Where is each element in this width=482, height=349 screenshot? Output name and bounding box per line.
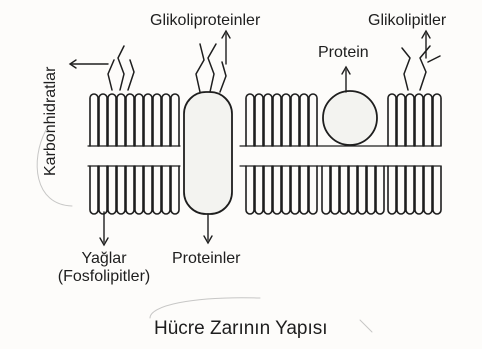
lipid-tail-lower: [349, 166, 357, 214]
carbohydrates-label: Karbonhidratlar: [42, 67, 60, 176]
peripheral-protein: [323, 91, 377, 145]
lipid-tail-lower: [135, 166, 143, 214]
pencil-arc-caption: [150, 298, 260, 318]
lipid-tail-upper: [162, 94, 170, 146]
protein-label: Protein: [318, 44, 369, 62]
lipid-tail-lower: [397, 166, 405, 214]
lipid-tail-upper: [415, 94, 423, 146]
lipid-tail-lower: [291, 166, 299, 214]
glycoproteins-label: Glikoliproteinler: [150, 12, 260, 30]
fats-label-line1: Yağlar: [34, 250, 174, 268]
lipid-tail-lower: [406, 166, 414, 214]
glycoprotein-chain: [196, 44, 226, 92]
lipid-tail-lower: [376, 166, 384, 214]
lipid-tail-upper: [117, 94, 125, 146]
lipid-tail-lower: [99, 166, 107, 214]
lipid-tail-lower: [282, 166, 290, 214]
lipid-tail-upper: [264, 94, 272, 146]
lipid-tail-upper: [108, 94, 116, 146]
lipid-tail-upper: [273, 94, 281, 146]
lipid-tail-upper: [171, 94, 179, 146]
lipid-tail-lower: [415, 166, 423, 214]
proteins-label: Proteinler: [172, 250, 240, 268]
lipid-tail-upper: [135, 94, 143, 146]
diagram-caption: Hücre Zarının Yapısı: [154, 318, 328, 340]
carbohydrate-chain-left: [108, 46, 134, 90]
lipid-tail-lower: [358, 166, 366, 214]
lipid-tail-lower: [246, 166, 254, 214]
lipid-tail-upper: [282, 94, 290, 146]
lipid-tail-lower: [309, 166, 317, 214]
lipid-tail-upper: [99, 94, 107, 146]
lipid-tail-lower: [162, 166, 170, 214]
glycolipids-label: Glikolipitler: [368, 12, 446, 30]
lipid-tail-lower: [273, 166, 281, 214]
lipid-tail-upper: [291, 94, 299, 146]
lipid-tail-lower: [126, 166, 134, 214]
lipid-tail-lower: [144, 166, 152, 214]
lipid-tail-lower: [153, 166, 161, 214]
lipid-tail-upper: [397, 94, 405, 146]
lipid-tail-lower: [331, 166, 339, 214]
pencil-dash-right: [360, 320, 372, 332]
lipid-tail-lower: [300, 166, 308, 214]
phospholipid-bilayer: [88, 94, 441, 214]
lipid-tail-upper: [300, 94, 308, 146]
lipid-tail-upper: [153, 94, 161, 146]
lipid-tail-upper: [246, 94, 254, 146]
lipid-tail-lower: [388, 166, 396, 214]
lipid-tail-upper: [433, 94, 441, 146]
integral-protein: [184, 92, 232, 214]
lipid-tail-lower: [117, 166, 125, 214]
lipid-tail-lower: [340, 166, 348, 214]
glycolipid-chain: [402, 46, 440, 90]
lipid-tail-upper: [424, 94, 432, 146]
lipid-tail-upper: [406, 94, 414, 146]
lipid-tail-lower: [322, 166, 330, 214]
lipid-tail-lower: [171, 166, 179, 214]
lipid-tail-lower: [90, 166, 98, 214]
lipid-tail-lower: [433, 166, 441, 214]
lipid-tail-upper: [255, 94, 263, 146]
lipid-tail-lower: [424, 166, 432, 214]
lipid-tail-upper: [144, 94, 152, 146]
fats-label-line2: (Fosfolipitler): [34, 268, 174, 286]
lipid-tail-lower: [255, 166, 263, 214]
lipid-tail-lower: [367, 166, 375, 214]
lipid-tail-lower: [264, 166, 272, 214]
lipid-tail-lower: [108, 166, 116, 214]
lipid-tail-upper: [90, 94, 98, 146]
lipid-tail-upper: [388, 94, 396, 146]
fats-label: Yağlar (Fosfolipitler): [34, 250, 174, 286]
lipid-tail-upper: [309, 94, 317, 146]
lipid-tail-upper: [126, 94, 134, 146]
